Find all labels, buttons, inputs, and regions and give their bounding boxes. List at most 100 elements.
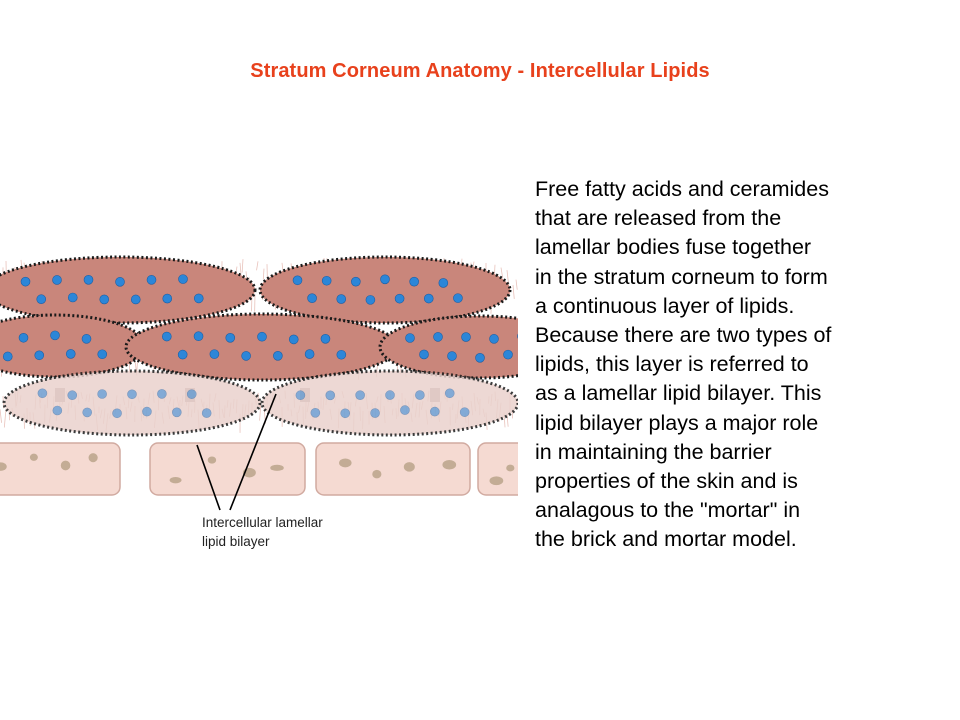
text-line: the brick and mortar model.: [535, 527, 797, 552]
lipid-hatch: [506, 270, 510, 288]
corneocyte-cell: [0, 255, 257, 325]
lipid-droplet: [320, 334, 331, 344]
lipid-droplet: [67, 292, 78, 303]
lipid-droplet: [36, 294, 47, 305]
lipid-droplet: [52, 405, 63, 416]
lipid-droplet: [433, 332, 443, 342]
lipid-droplet: [130, 294, 141, 305]
lipid-droplet: [351, 276, 361, 287]
lipid-droplet: [355, 390, 365, 400]
lipid-hatch: [256, 261, 259, 271]
lipid-droplet: [67, 390, 78, 401]
brick-granule: [60, 460, 71, 471]
lipid-droplet: [193, 331, 204, 342]
slide-title: Stratum Corneum Anatomy - Intercellular …: [250, 60, 710, 82]
description-text: Free fatty acids and ceramides that are …: [535, 175, 930, 555]
lipid-droplet: [273, 351, 283, 361]
lipid-droplet: [97, 389, 107, 399]
text-line: lamellar bodies fuse together: [535, 235, 812, 260]
corneocyte-cells: [0, 255, 518, 437]
brick-cell: [477, 442, 518, 496]
lipid-droplet: [112, 408, 122, 419]
lower-cell-bricks: [0, 442, 518, 496]
lipid-droplet: [201, 408, 212, 418]
lipid-droplet: [307, 293, 317, 304]
lipid-droplet: [37, 388, 48, 399]
lipid-droplet: [142, 406, 152, 417]
lipid-droplet: [81, 334, 92, 344]
lipid-droplet: [365, 295, 376, 305]
lipid-droplet: [162, 331, 172, 342]
brick-granule: [0, 462, 7, 471]
text-line: as a lamellar lipid bilayer. This: [535, 381, 822, 406]
lipid-droplet: [146, 275, 157, 285]
lipid-droplet: [423, 293, 434, 304]
lipid-droplet: [503, 349, 513, 360]
lipid-hatch: [3, 408, 7, 428]
brick-granule: [207, 456, 217, 464]
lipid-droplet: [83, 275, 94, 285]
lipid-droplet: [394, 293, 405, 304]
lipid-droplet: [172, 407, 182, 418]
corneocyte-cell: [124, 312, 400, 382]
lipid-hatch: [512, 285, 515, 299]
lipid-droplet: [325, 390, 336, 401]
lipid-droplet: [157, 389, 167, 399]
lipid-hatch: [519, 287, 520, 305]
diagram-canvas: Intercellular lamellar lipid bilayer: [0, 255, 520, 549]
callout-label-line2: lipid bilayer: [202, 534, 270, 549]
lipid-droplet: [415, 390, 425, 400]
text-line: Because there are two types of: [535, 323, 832, 348]
lipid-droplet: [340, 408, 351, 419]
lipid-droplet: [489, 334, 499, 344]
brick-granule: [29, 453, 38, 461]
stratum-corneum-diagram: Intercellular lamellar lipid bilayer: [0, 240, 520, 560]
brick-cell: [149, 442, 306, 496]
lipid-droplet: [2, 351, 13, 362]
brick-granule: [442, 459, 457, 470]
brick-granule: [339, 458, 352, 468]
lipid-droplet: [257, 331, 267, 342]
lipid-droplet: [336, 294, 347, 304]
lipid-droplet: [310, 408, 321, 418]
lipid-droplet: [400, 405, 410, 415]
lipid-droplet: [447, 351, 457, 361]
brick-granule: [403, 462, 415, 472]
brick-granule: [169, 477, 182, 484]
corneocyte-cell: [260, 369, 518, 437]
lipid-droplet: [288, 334, 299, 345]
lipid-droplet: [292, 275, 303, 286]
brick-granule: [506, 464, 515, 472]
lipid-droplet: [370, 408, 380, 418]
callout-pointer-lines: [196, 393, 277, 511]
lipid-droplet: [20, 276, 31, 287]
lipid-droplet: [517, 333, 518, 339]
text-line: lipid bilayer plays a major role: [535, 410, 819, 435]
brick-granule: [372, 469, 382, 479]
lipid-hatch: [515, 279, 518, 290]
lipid-droplet: [115, 277, 125, 287]
lipid-droplet: [225, 333, 236, 343]
lipid-droplet: [461, 332, 471, 342]
lipid-droplet: [385, 390, 395, 400]
text-line: Free fatty acids and ceramides: [535, 177, 829, 201]
brick-cell: [315, 442, 471, 496]
callout-label-line1: Intercellular lamellar: [202, 515, 323, 530]
lipid-droplet: [193, 293, 204, 304]
lipid-droplet: [162, 293, 173, 304]
lipid-droplet: [241, 351, 251, 361]
brick-granule: [88, 453, 98, 463]
text-line: that are released from the: [535, 206, 782, 231]
corneocyte-cell: [0, 313, 147, 379]
lipid-hatch: [262, 268, 265, 280]
lipid-hatch: [500, 267, 504, 279]
lipid-droplet: [127, 389, 137, 400]
brick-granule: [489, 476, 504, 486]
lipid-droplet: [438, 278, 449, 288]
text-line: in the stratum corneum to form: [535, 264, 828, 289]
lipid-droplet: [419, 349, 429, 360]
lipid-hatch: [0, 409, 2, 423]
text-line: a continuous layer of lipids.: [535, 293, 795, 318]
lipid-hatch: [519, 395, 520, 410]
corneocyte-cell: [258, 255, 512, 325]
